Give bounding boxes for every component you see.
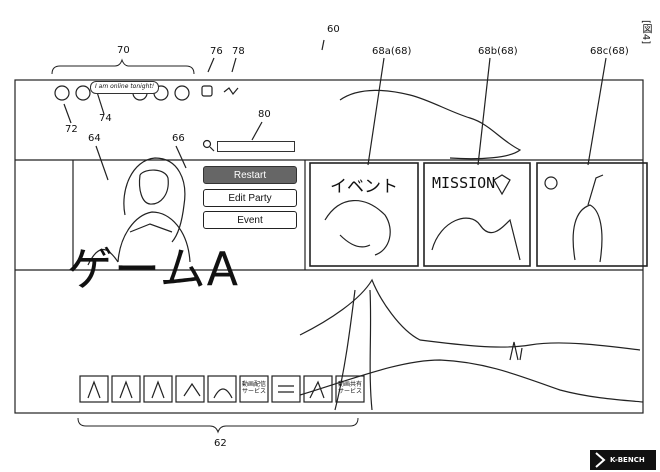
leader-76	[207, 57, 215, 73]
friend-avatar-2	[75, 85, 91, 101]
card-b-cliff	[431, 217, 521, 261]
search-icon-handle	[209, 146, 215, 152]
thumb-4	[175, 375, 205, 403]
leader-66	[175, 145, 187, 169]
character-face	[138, 169, 169, 205]
card-c-frame	[536, 162, 648, 267]
thumb-9-label[interactable]: 動画共有 サービス	[337, 381, 362, 395]
notification-icon-a	[201, 85, 213, 97]
ref-card-a: 68a(68)	[372, 46, 412, 57]
friend-avatar-5	[174, 85, 190, 101]
leader-72	[63, 103, 72, 124]
ref-search: 80	[258, 109, 271, 120]
ref-card-b: 68b(68)	[478, 46, 518, 57]
search-icon-circle	[202, 139, 212, 149]
ref-friend-icon: 72	[65, 124, 78, 135]
thumb-5	[207, 375, 237, 403]
landscape-ground	[299, 359, 644, 403]
figure-label: [図4]	[640, 20, 651, 45]
card-b-badge	[493, 174, 511, 196]
friends-bracket	[51, 58, 195, 75]
ref-character: 66	[172, 133, 185, 144]
leader-68b	[477, 57, 491, 166]
game-title: ゲームA	[67, 242, 240, 296]
leader-60	[321, 39, 325, 51]
thumbnail-row	[79, 375, 365, 403]
thumb-2	[111, 375, 141, 403]
edit-party-button[interactable]: Edit Party	[203, 189, 297, 207]
restart-button[interactable]: Restart	[203, 166, 297, 184]
ref-icon-a: 76	[210, 46, 223, 57]
card-a-frame	[309, 162, 419, 267]
landscape-plants	[509, 341, 523, 361]
notification-icon-b	[223, 87, 239, 96]
card-b-title[interactable]: MISSION	[432, 174, 496, 192]
card-a-monster	[324, 200, 391, 256]
ref-friends: 70	[117, 45, 130, 56]
landscape-ridge	[299, 278, 641, 351]
leader-80	[251, 121, 263, 141]
event-button[interactable]: Event	[203, 211, 297, 229]
landscape-cliff	[334, 289, 373, 411]
bg-mountain	[87, 249, 119, 266]
screen-frame	[14, 79, 644, 414]
thumb-9	[335, 375, 365, 403]
leader-68c	[587, 57, 607, 166]
leader-74	[96, 91, 105, 115]
search-input[interactable]	[217, 141, 295, 152]
leader-78	[231, 57, 237, 73]
watermark-text: K-BENCH	[610, 456, 645, 464]
leader-64	[95, 145, 109, 181]
thumb-figure-marks	[87, 380, 325, 399]
thumb-1	[79, 375, 109, 403]
ref-main-image: 64	[88, 133, 101, 144]
thumb-8	[303, 375, 333, 403]
status-bubble: I am online tonight!	[90, 81, 160, 94]
thumb-6-label[interactable]: 動画配信 サービス	[241, 381, 266, 395]
card-b-frame	[423, 162, 531, 267]
ref-screen: 60	[327, 24, 340, 35]
thumb-7	[271, 375, 301, 403]
thumb-3	[143, 375, 173, 403]
watermark-logo	[590, 450, 656, 470]
card-c-figure	[572, 174, 604, 263]
character-armor	[129, 223, 173, 233]
card-a-title[interactable]: イベント	[330, 177, 398, 197]
ref-status: 74	[99, 113, 112, 124]
friend-avatar-1	[54, 85, 70, 101]
floating-rock	[339, 89, 522, 160]
character-body	[117, 211, 191, 263]
thumbs-bracket	[77, 417, 359, 434]
thumb-6	[239, 375, 269, 403]
ref-card-c: 68c(68)	[590, 46, 629, 57]
ref-thumb-row: 62	[214, 438, 227, 449]
character-hair	[123, 157, 186, 243]
ref-icon-b: 78	[232, 46, 245, 57]
leader-68a	[367, 57, 385, 166]
card-c-lightbulb	[544, 176, 558, 190]
